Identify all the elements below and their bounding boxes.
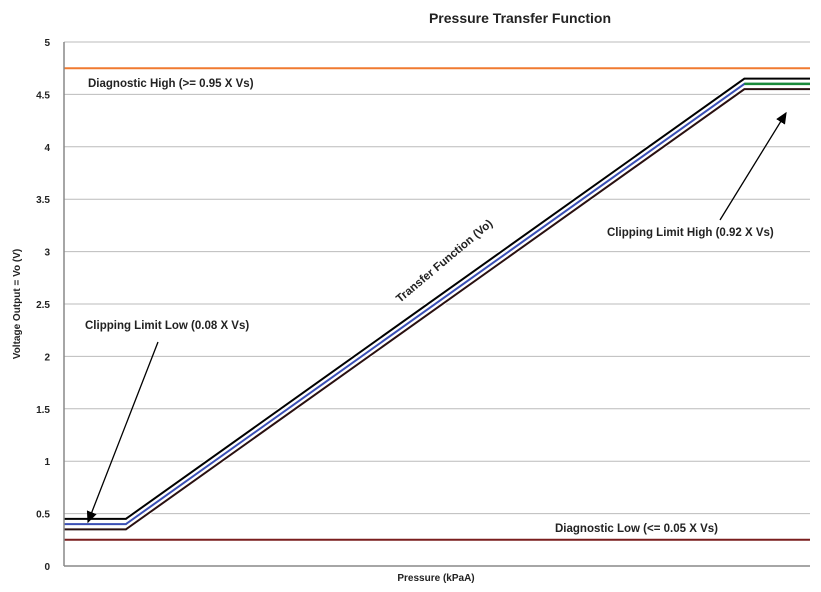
clip-high-label: Clipping Limit High (0.92 X Vs) (607, 227, 774, 239)
y-tick-label: 2 (44, 352, 50, 363)
clip-low-arrow (86, 341, 159, 524)
y-tick-label: 4.5 (36, 90, 50, 101)
y-axis-label: Voltage Output = Vo (V) (12, 249, 23, 359)
y-tick-label: 2.5 (36, 300, 50, 311)
clip-high-arrow (719, 111, 787, 221)
diag-high-label: Diagnostic High (>= 0.95 X Vs) (88, 78, 254, 90)
y-tick-label: 3 (44, 248, 50, 259)
x-axis-label: Pressure (kPaA) (397, 573, 474, 584)
y-tick-label: 4 (44, 143, 50, 154)
y-tick-label: 1 (44, 457, 50, 468)
chart-title: Pressure Transfer Function (429, 10, 611, 26)
y-tick-label: 3.5 (36, 195, 50, 206)
y-tick-label: 1.5 (36, 405, 50, 416)
series-line-2 (64, 88, 810, 531)
series-halo (64, 76, 810, 521)
series-halo (64, 87, 810, 532)
clip-low-label: Clipping Limit Low (0.08 X Vs) (85, 320, 249, 332)
y-tick-label: 5 (44, 38, 50, 49)
y-tick-label: 0 (44, 562, 50, 573)
diag-low-label: Diagnostic Low (<= 0.05 X Vs) (555, 523, 718, 535)
y-tick-label: 0.5 (36, 510, 50, 521)
